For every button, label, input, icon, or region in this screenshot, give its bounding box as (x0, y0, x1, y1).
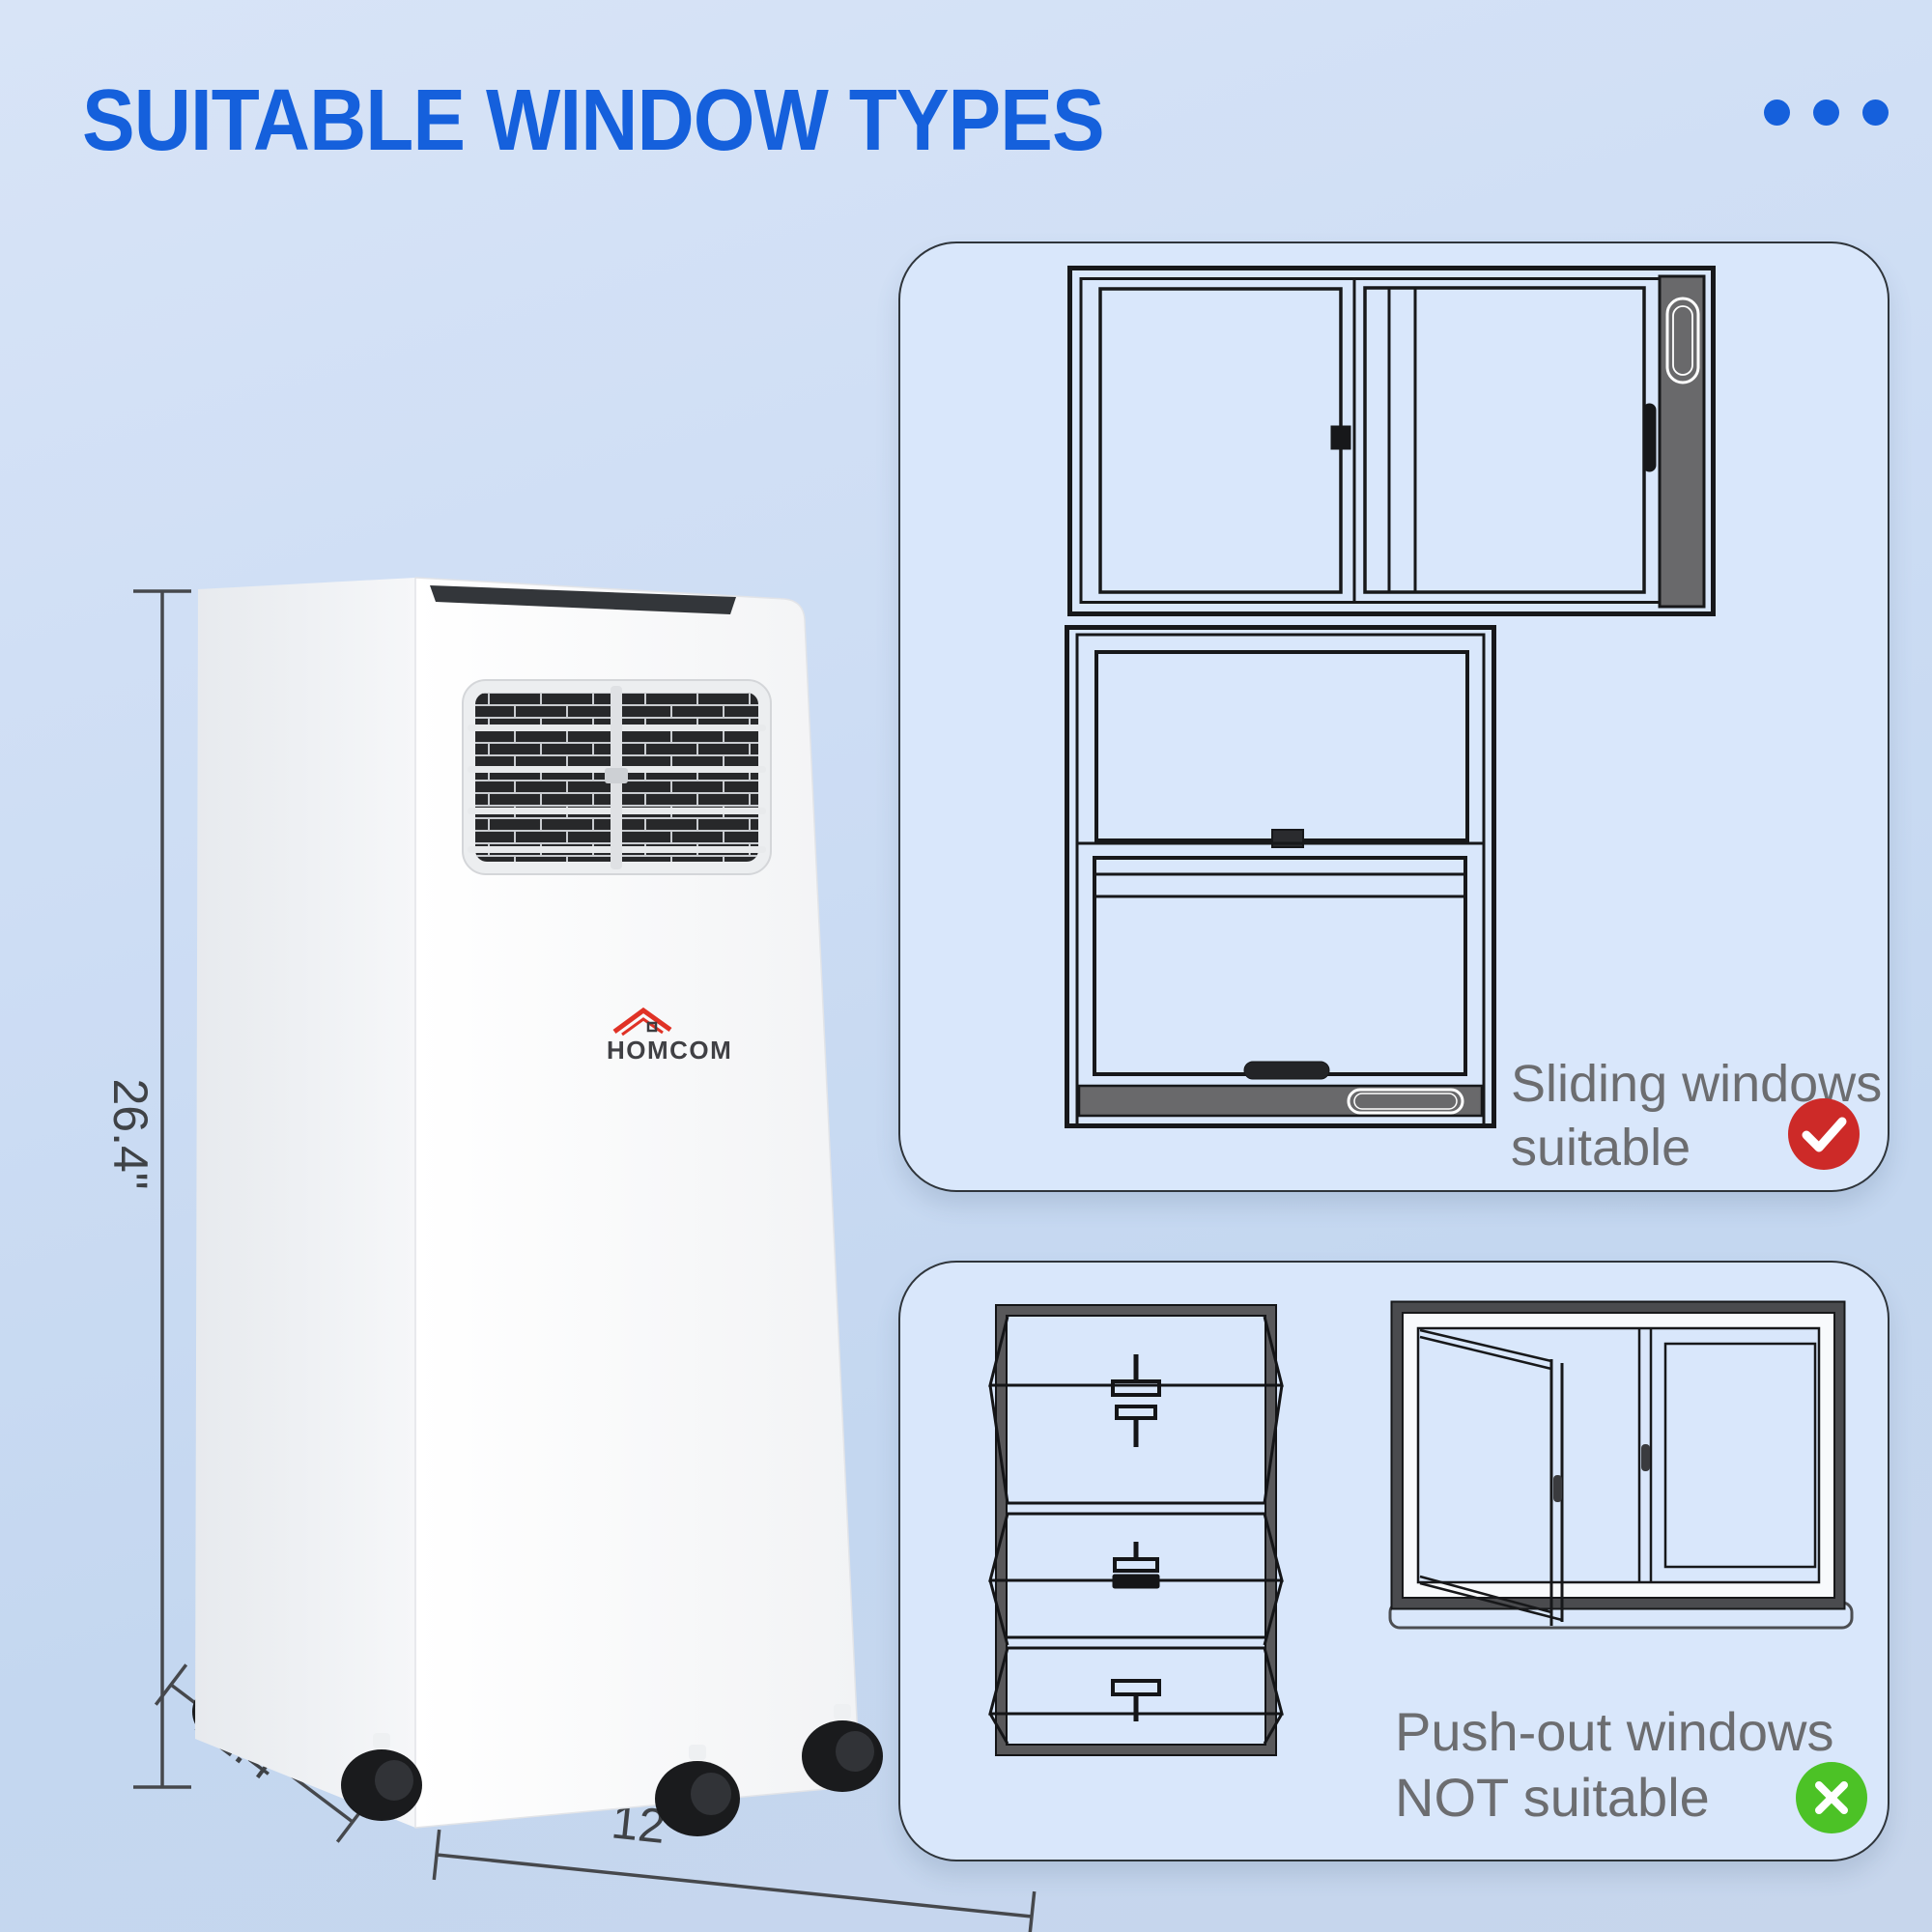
ellipsis-dots-icon (1764, 99, 1889, 126)
window-handle-icon (1111, 1354, 1161, 1447)
roof-icon (612, 1007, 672, 1035)
brand-logo: HOMCOM (607, 1007, 732, 1065)
caption-line: Push-out windows (1395, 1701, 1834, 1762)
caption-line: suitable (1511, 1118, 1691, 1177)
caster-wheel-icon (802, 1704, 883, 1792)
caption-line: NOT suitable (1395, 1767, 1710, 1829)
exhaust-port-icon (1347, 1088, 1464, 1115)
dot-icon (1862, 99, 1889, 126)
not-suitable-caption: Push-out windows NOT suitable (1395, 1699, 1833, 1832)
ac-unit: HOMCOM (192, 577, 883, 1836)
panel-sliding-windows-suitable: Sliding windows suitable (898, 242, 1889, 1192)
dimension-height-label: 26.4" (103, 1078, 157, 1189)
check-icon (1788, 1098, 1860, 1170)
double-hung-window-diagram (1065, 625, 1496, 1128)
casement-window-diagram (1388, 1300, 1854, 1630)
window-handle-icon (1553, 1475, 1562, 1502)
window-latch-icon (1330, 425, 1351, 450)
exhaust-port-icon (1665, 297, 1700, 384)
window-handle-icon (1641, 1444, 1650, 1471)
portable-ac-figure: 26.4" 11.4" 12" (103, 577, 1037, 1932)
window-handle-icon (1243, 1061, 1330, 1080)
dot-icon (1764, 99, 1790, 126)
awning-push-out-window-diagram (988, 1304, 1284, 1756)
panel-push-out-windows-not-suitable: Push-out windows NOT suitable (898, 1261, 1889, 1861)
cross-icon (1796, 1762, 1867, 1833)
caster-wheel-icon (655, 1745, 740, 1836)
window-handle-icon (1111, 1679, 1161, 1721)
window-handle-icon (1642, 403, 1657, 472)
suitable-caption: Sliding windows suitable (1511, 1053, 1882, 1180)
page-title: SUITABLE WINDOW TYPES (82, 72, 1105, 169)
caster-wheel-icon (341, 1733, 422, 1821)
horizontal-sliding-window-diagram (1067, 266, 1716, 616)
dot-icon (1813, 99, 1839, 126)
window-handle-icon (1112, 1542, 1160, 1589)
vent-grille (462, 679, 772, 875)
brand-name: HOMCOM (607, 1036, 732, 1065)
